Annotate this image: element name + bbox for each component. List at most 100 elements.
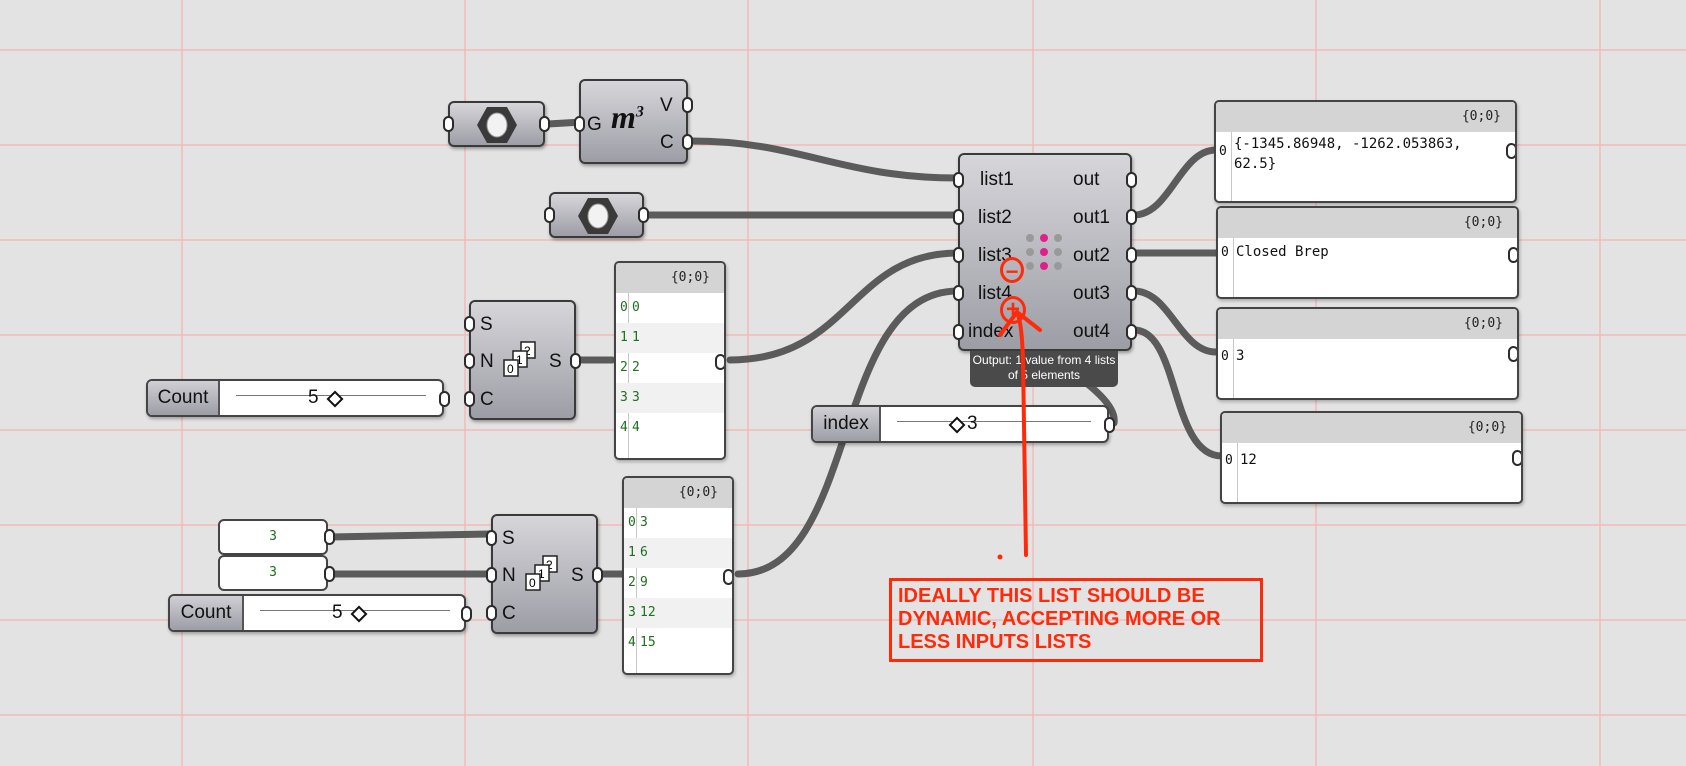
panel-body: 0 Closed Brep xyxy=(1218,238,1517,297)
index-divider xyxy=(636,508,637,673)
output-port-out3[interactable] xyxy=(1126,285,1137,301)
index-divider xyxy=(1231,132,1232,201)
index-divider xyxy=(628,293,629,458)
item-value: 15 xyxy=(640,635,656,650)
input-port-list1[interactable] xyxy=(953,172,964,188)
output-port[interactable] xyxy=(1512,450,1521,466)
panel-body: 0 3 xyxy=(1218,339,1517,398)
panel-header: {0;0} xyxy=(1216,102,1515,132)
output-port[interactable] xyxy=(461,606,472,622)
input-port-g[interactable] xyxy=(574,116,585,132)
output-port-s[interactable] xyxy=(592,567,603,583)
input-port-index[interactable] xyxy=(953,324,964,340)
output-port-s[interactable] xyxy=(570,353,581,369)
pick-list-component[interactable]: list1 list2 list3 list4 index out out1 o… xyxy=(953,153,1137,351)
output-port[interactable] xyxy=(539,116,550,132)
output-panel[interactable]: {0;0} 0 Closed Brep xyxy=(1216,206,1519,299)
output-label: out4 xyxy=(1073,321,1110,342)
input-label: C xyxy=(502,603,516,624)
output-label: S xyxy=(571,565,584,586)
volume-component[interactable]: G V C m3 xyxy=(574,79,693,164)
input-port[interactable] xyxy=(443,116,454,132)
input-port-s[interactable] xyxy=(486,530,497,546)
index-slider[interactable]: index 3 xyxy=(811,405,1115,443)
series-icon: 2 1 0 xyxy=(503,341,536,377)
input-port-c[interactable] xyxy=(464,391,475,407)
count-slider[interactable]: Count 5 xyxy=(168,594,472,632)
input-port-s[interactable] xyxy=(464,316,475,332)
output-port[interactable] xyxy=(1506,143,1515,159)
item-index: 0 xyxy=(1221,349,1229,364)
output-port[interactable] xyxy=(1508,247,1517,263)
panel-header: {0;0} xyxy=(624,478,732,508)
panel-header: {0;0} xyxy=(1218,208,1517,238)
volume-icon: m3 xyxy=(611,99,644,135)
geometry-param[interactable] xyxy=(443,101,550,147)
zui-minus-label: − xyxy=(1005,259,1019,284)
annotation-line: IDEALLY THIS LIST SHOULD BE xyxy=(898,585,1205,607)
number-input-s[interactable]: 3 xyxy=(218,519,328,555)
slider-handle[interactable] xyxy=(948,416,966,434)
svg-text:0: 0 xyxy=(529,576,536,590)
series-component[interactable]: S N C S 2 1 0 xyxy=(486,514,603,634)
item-index: 2 xyxy=(620,360,628,375)
zui-plus-icon[interactable]: + xyxy=(1000,296,1026,324)
tooltip-line: Output: 1 value from 4 lists xyxy=(972,353,1116,367)
series-component[interactable]: S N C S 2 1 0 xyxy=(464,300,581,420)
output-port-v[interactable] xyxy=(682,97,693,113)
svg-text:1: 1 xyxy=(516,353,523,367)
slider-name: Count xyxy=(170,596,244,630)
output-port-out4[interactable] xyxy=(1126,324,1137,340)
output-port[interactable] xyxy=(723,569,732,585)
item-index: 1 xyxy=(620,330,628,345)
panel-body: 0 12 xyxy=(1222,443,1521,502)
pick-tooltip: Output: 1 value from 4 lists of 5 elemen… xyxy=(970,351,1118,387)
input-port-c[interactable] xyxy=(486,605,497,621)
output-port[interactable] xyxy=(324,566,335,582)
slider-handle[interactable] xyxy=(350,605,368,623)
svg-text:1: 1 xyxy=(538,567,545,581)
count-slider[interactable]: Count 5 xyxy=(146,379,450,417)
slider-handle[interactable] xyxy=(326,390,344,408)
input-port-n[interactable] xyxy=(464,353,475,369)
output-port-out2[interactable] xyxy=(1126,247,1137,263)
output-port[interactable] xyxy=(715,354,724,370)
item-value: 12 xyxy=(640,605,656,620)
output-label: S xyxy=(549,351,562,372)
input-port-list3[interactable] xyxy=(953,247,964,263)
geometry-param[interactable] xyxy=(544,192,649,238)
number-input-n[interactable]: 3 xyxy=(218,555,328,591)
output-port[interactable] xyxy=(638,207,649,223)
output-port[interactable] xyxy=(324,529,335,545)
item-index: 0 xyxy=(1221,245,1229,260)
output-port[interactable] xyxy=(439,391,450,407)
input-port[interactable] xyxy=(544,207,555,223)
index-divider xyxy=(1233,339,1234,398)
output-panel[interactable]: {0;0} 0 3 xyxy=(1216,307,1519,400)
item-value: 62.5} xyxy=(1234,156,1277,172)
output-panel[interactable]: {0;0} 0 12 xyxy=(1220,411,1523,504)
slider-value: 5 xyxy=(308,387,319,408)
zui-minus-icon[interactable]: − xyxy=(1000,257,1024,284)
input-label: list2 xyxy=(978,207,1012,228)
output-label: out3 xyxy=(1073,283,1110,304)
slider-track xyxy=(897,421,1091,422)
input-port-list2[interactable] xyxy=(953,209,964,225)
output-port[interactable] xyxy=(1508,346,1517,362)
item-value: 1 xyxy=(632,330,640,345)
input-port-list4[interactable] xyxy=(953,285,964,301)
output-port-out1[interactable] xyxy=(1126,209,1137,225)
output-port[interactable] xyxy=(1104,417,1115,433)
output-port-out[interactable] xyxy=(1126,172,1137,188)
item-value: {-1345.86948, -1262.053863, xyxy=(1234,136,1462,152)
output-panel[interactable]: {0;0} 0 {-1345.86948, -1262.053863, 62.5… xyxy=(1214,100,1517,203)
output-port-c[interactable] xyxy=(682,134,693,150)
input-port-n[interactable] xyxy=(486,567,497,583)
